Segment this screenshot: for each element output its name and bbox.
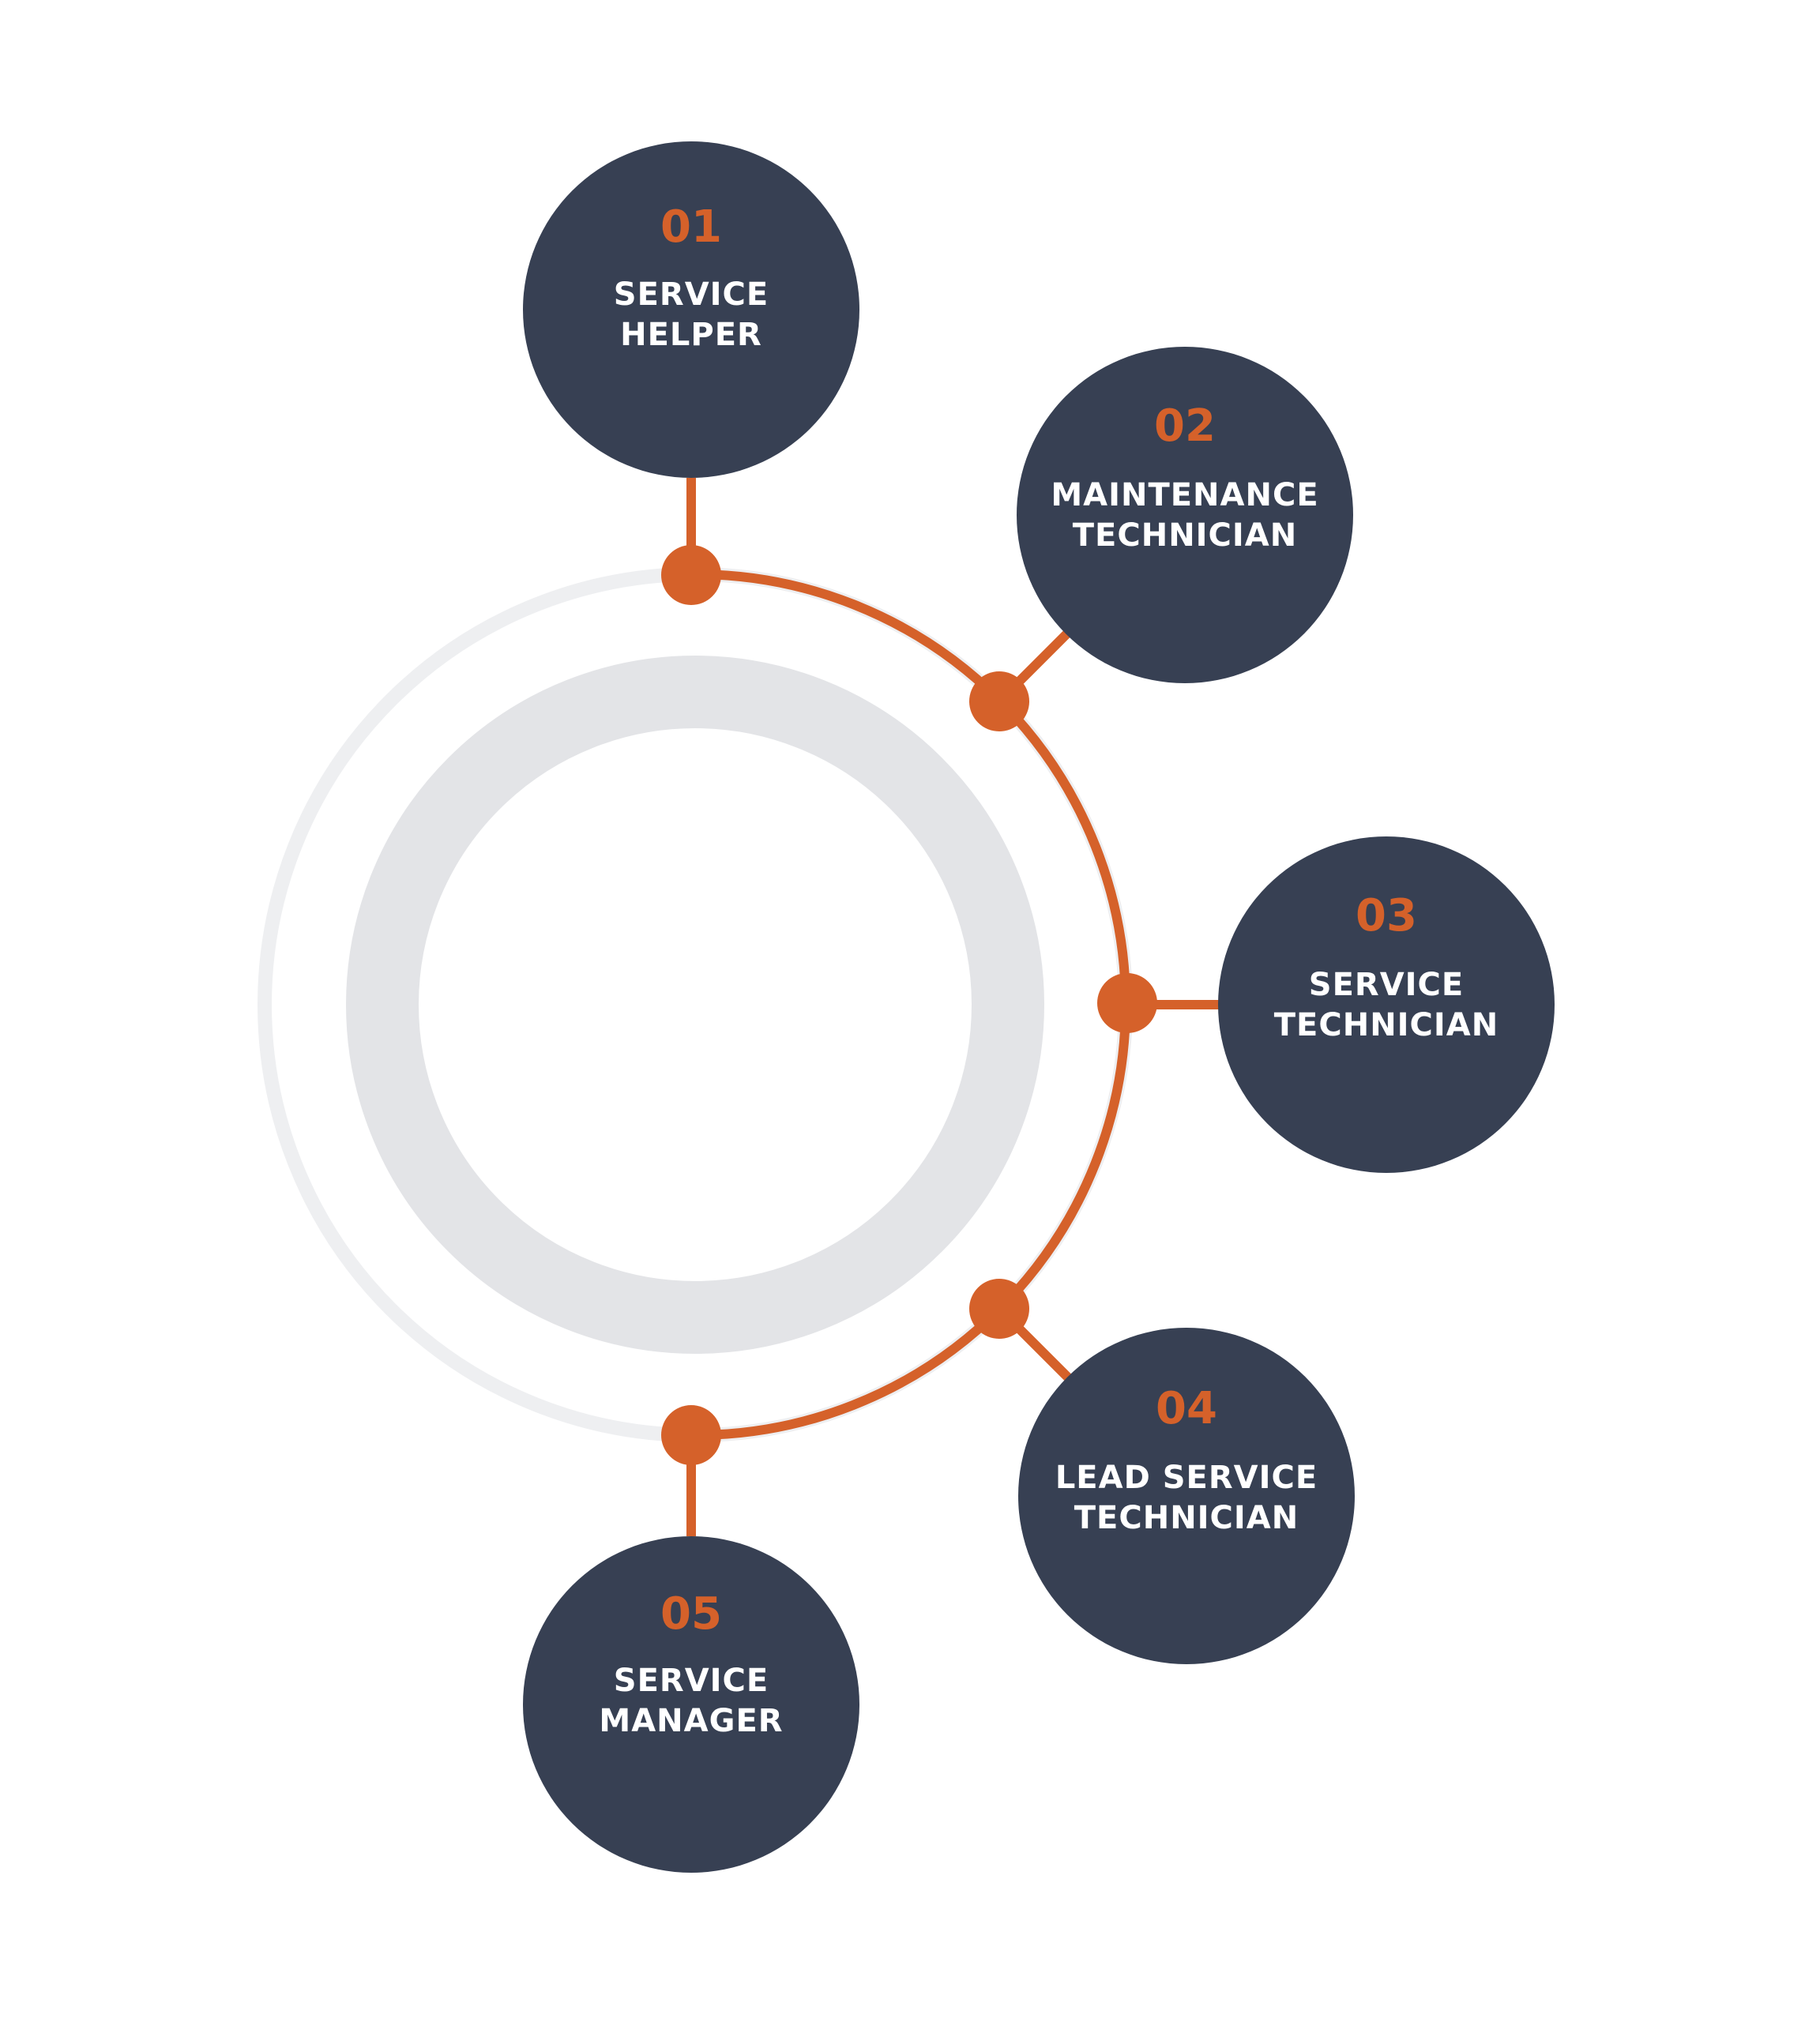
- step-number: 05: [660, 1588, 722, 1640]
- step-circle: [523, 1536, 859, 1873]
- step-label-line2: TECHNICIAN: [1274, 1007, 1498, 1043]
- step-label-line1: SERVICE: [614, 276, 769, 313]
- step-label-line2: TECHNICIAN: [1073, 517, 1297, 554]
- junction-dot-03: [1097, 973, 1157, 1033]
- inner-ring: [346, 656, 1044, 1354]
- step-node-02: 02 MAINTENANCE TECHNICIAN: [1017, 347, 1353, 683]
- step-node-03: 03 SERVICE TECHNICIAN: [1218, 836, 1555, 1173]
- step-label-line2: HELPER: [620, 317, 762, 353]
- step-circle: [1017, 347, 1353, 683]
- step-label-line2: TECHNICIAN: [1074, 1500, 1299, 1536]
- step-label-line1: SERVICE: [614, 1663, 769, 1699]
- step-node-04: 04 LEAD SERVICE TECHNICIAN: [1018, 1328, 1355, 1664]
- step-node-01: 01 SERVICE HELPER: [523, 141, 859, 478]
- step-label-line1: LEAD SERVICE: [1055, 1460, 1318, 1496]
- step-label-line1: SERVICE: [1309, 967, 1464, 1003]
- junction-dot-04: [969, 1279, 1029, 1339]
- junction-dot-05: [661, 1405, 721, 1465]
- step-number: 01: [660, 201, 722, 253]
- step-circle: [523, 141, 859, 478]
- step-circle: [1218, 836, 1555, 1173]
- step-circle: [1018, 1328, 1355, 1664]
- step-label-line1: MAINTENANCE: [1051, 477, 1318, 513]
- junction-dot-02: [969, 671, 1029, 731]
- step-label-line2: MANAGER: [599, 1703, 783, 1739]
- step-number: 04: [1156, 1383, 1217, 1434]
- step-number: 03: [1356, 890, 1417, 941]
- step-node-05: 05 SERVICE MANAGER: [523, 1536, 859, 1873]
- junction-dot-01: [661, 545, 721, 605]
- step-number: 02: [1154, 400, 1216, 452]
